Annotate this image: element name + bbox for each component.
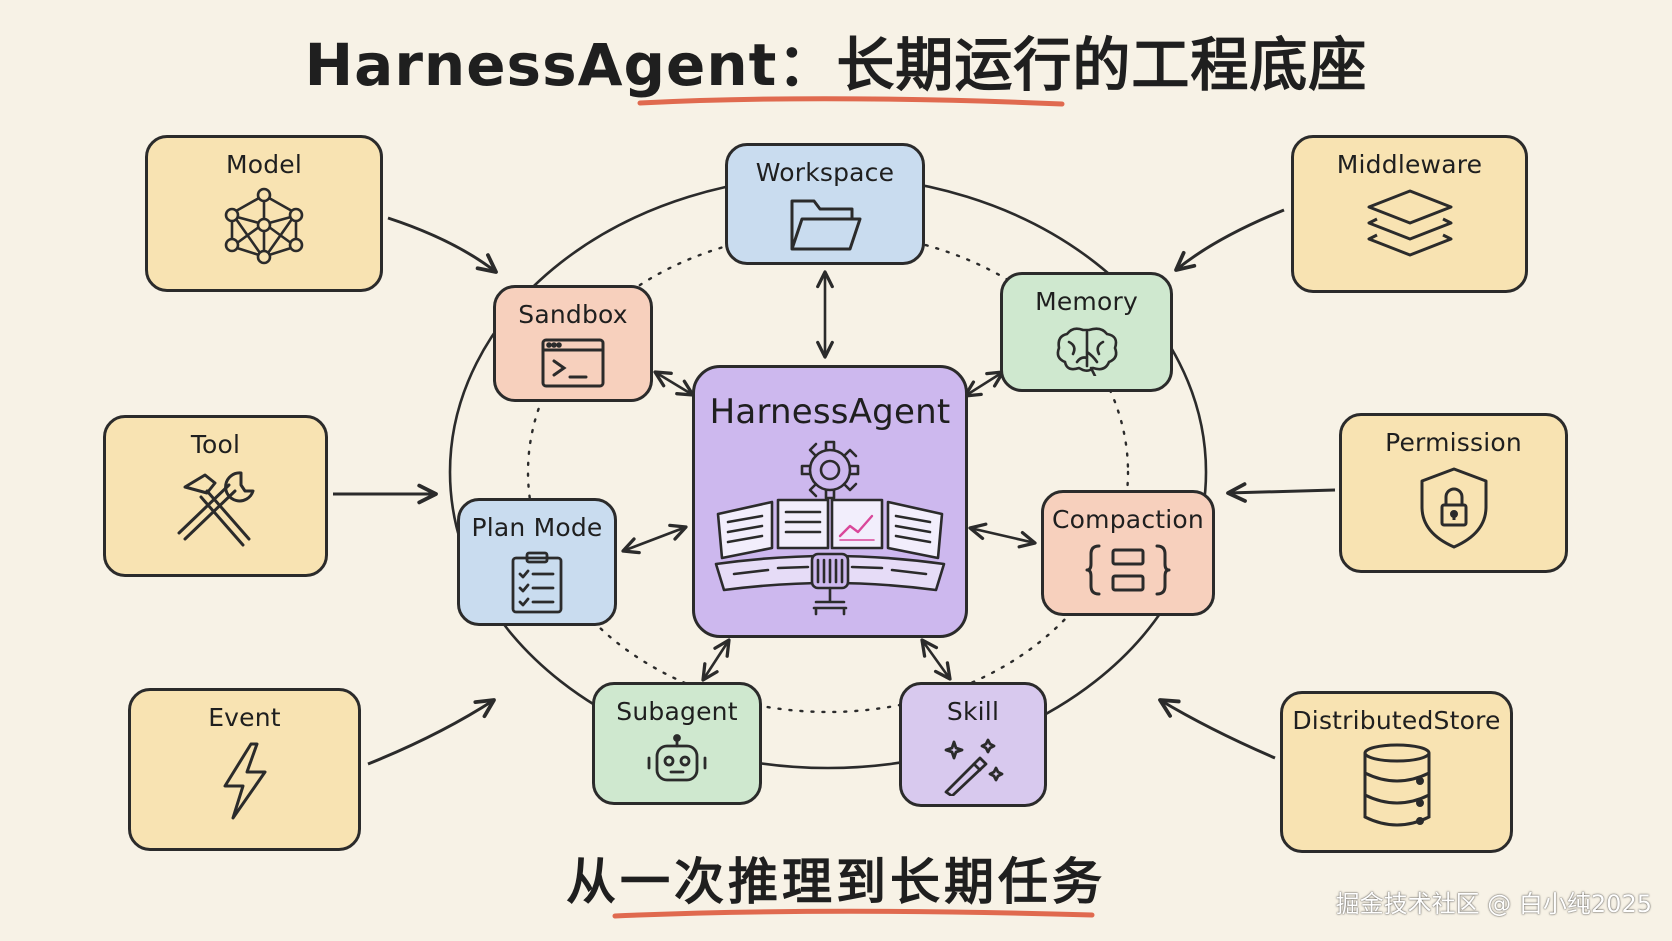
node-harnessagent-label: HarnessAgent bbox=[709, 392, 951, 432]
node-memory: Memory bbox=[1000, 272, 1173, 392]
terminal-icon bbox=[541, 338, 605, 388]
arrow-subagent bbox=[701, 638, 731, 682]
arrow-middleware bbox=[1174, 208, 1285, 272]
page-title: HarnessAgent：长期运行的工程底座 bbox=[304, 31, 1368, 99]
node-model: Model bbox=[145, 135, 383, 292]
database-icon bbox=[1363, 743, 1430, 827]
node-permission: Permission bbox=[1339, 413, 1568, 573]
subtitle-underline bbox=[612, 908, 1095, 919]
node-planmode: Plan Mode bbox=[457, 498, 617, 626]
node-subagent: Subagent bbox=[592, 682, 762, 805]
neural-network-icon bbox=[224, 187, 304, 265]
node-compaction-label: Compaction bbox=[1052, 505, 1204, 534]
node-harnessagent: HarnessAgent bbox=[692, 365, 968, 638]
node-workspace: Workspace bbox=[725, 143, 925, 265]
arrow-memory bbox=[963, 370, 1005, 398]
layers-icon bbox=[1367, 189, 1452, 257]
page-subtitle: 从一次推理到长期任务 bbox=[566, 853, 1106, 911]
node-planmode-label: Plan Mode bbox=[471, 513, 603, 542]
gear-control-console-icon bbox=[714, 440, 946, 616]
node-skill-label: Skill bbox=[946, 697, 1000, 726]
node-distributedstore: DistributedStore bbox=[1280, 691, 1513, 853]
arrow-skill bbox=[920, 638, 952, 681]
arrow-permission bbox=[1226, 482, 1336, 503]
node-compaction: Compaction bbox=[1041, 490, 1215, 616]
node-memory-label: Memory bbox=[1035, 287, 1138, 316]
node-model-label: Model bbox=[225, 150, 303, 179]
arrow-compaction bbox=[968, 522, 1037, 549]
title-underline bbox=[637, 96, 1065, 107]
node-tool-label: Tool bbox=[190, 430, 241, 459]
watermark-text: 掘金技术社区 @ 白小纯2025 bbox=[1335, 890, 1652, 918]
arrow-model bbox=[387, 216, 498, 274]
arrow-planmode bbox=[621, 523, 688, 555]
node-skill: Skill bbox=[899, 682, 1047, 807]
arrow-event bbox=[367, 698, 496, 766]
shield-lock-icon bbox=[1420, 467, 1487, 549]
magic-wand-icon bbox=[944, 738, 1004, 796]
arrow-sandbox bbox=[653, 370, 695, 397]
node-event: Event bbox=[128, 688, 361, 851]
braces-icon bbox=[1085, 544, 1171, 596]
node-sandbox-label: Sandbox bbox=[518, 300, 628, 329]
brain-icon bbox=[1056, 327, 1117, 376]
node-sandbox: Sandbox bbox=[493, 285, 653, 402]
arrow-distributedstore bbox=[1158, 698, 1276, 760]
lightning-icon bbox=[223, 742, 266, 820]
node-permission-label: Permission bbox=[1385, 428, 1522, 457]
node-subagent-label: Subagent bbox=[616, 697, 738, 726]
node-event-label: Event bbox=[208, 703, 281, 732]
node-workspace-label: Workspace bbox=[755, 158, 895, 187]
robot-icon bbox=[647, 734, 707, 782]
node-middleware: Middleware bbox=[1291, 135, 1528, 293]
node-middleware-label: Middleware bbox=[1336, 150, 1483, 179]
folder-icon bbox=[790, 199, 862, 251]
checklist-icon bbox=[511, 551, 563, 614]
node-distributedstore-label: DistributedStore bbox=[1292, 706, 1501, 735]
node-tool: Tool bbox=[103, 415, 328, 577]
hammer-wrench-icon bbox=[177, 471, 254, 547]
